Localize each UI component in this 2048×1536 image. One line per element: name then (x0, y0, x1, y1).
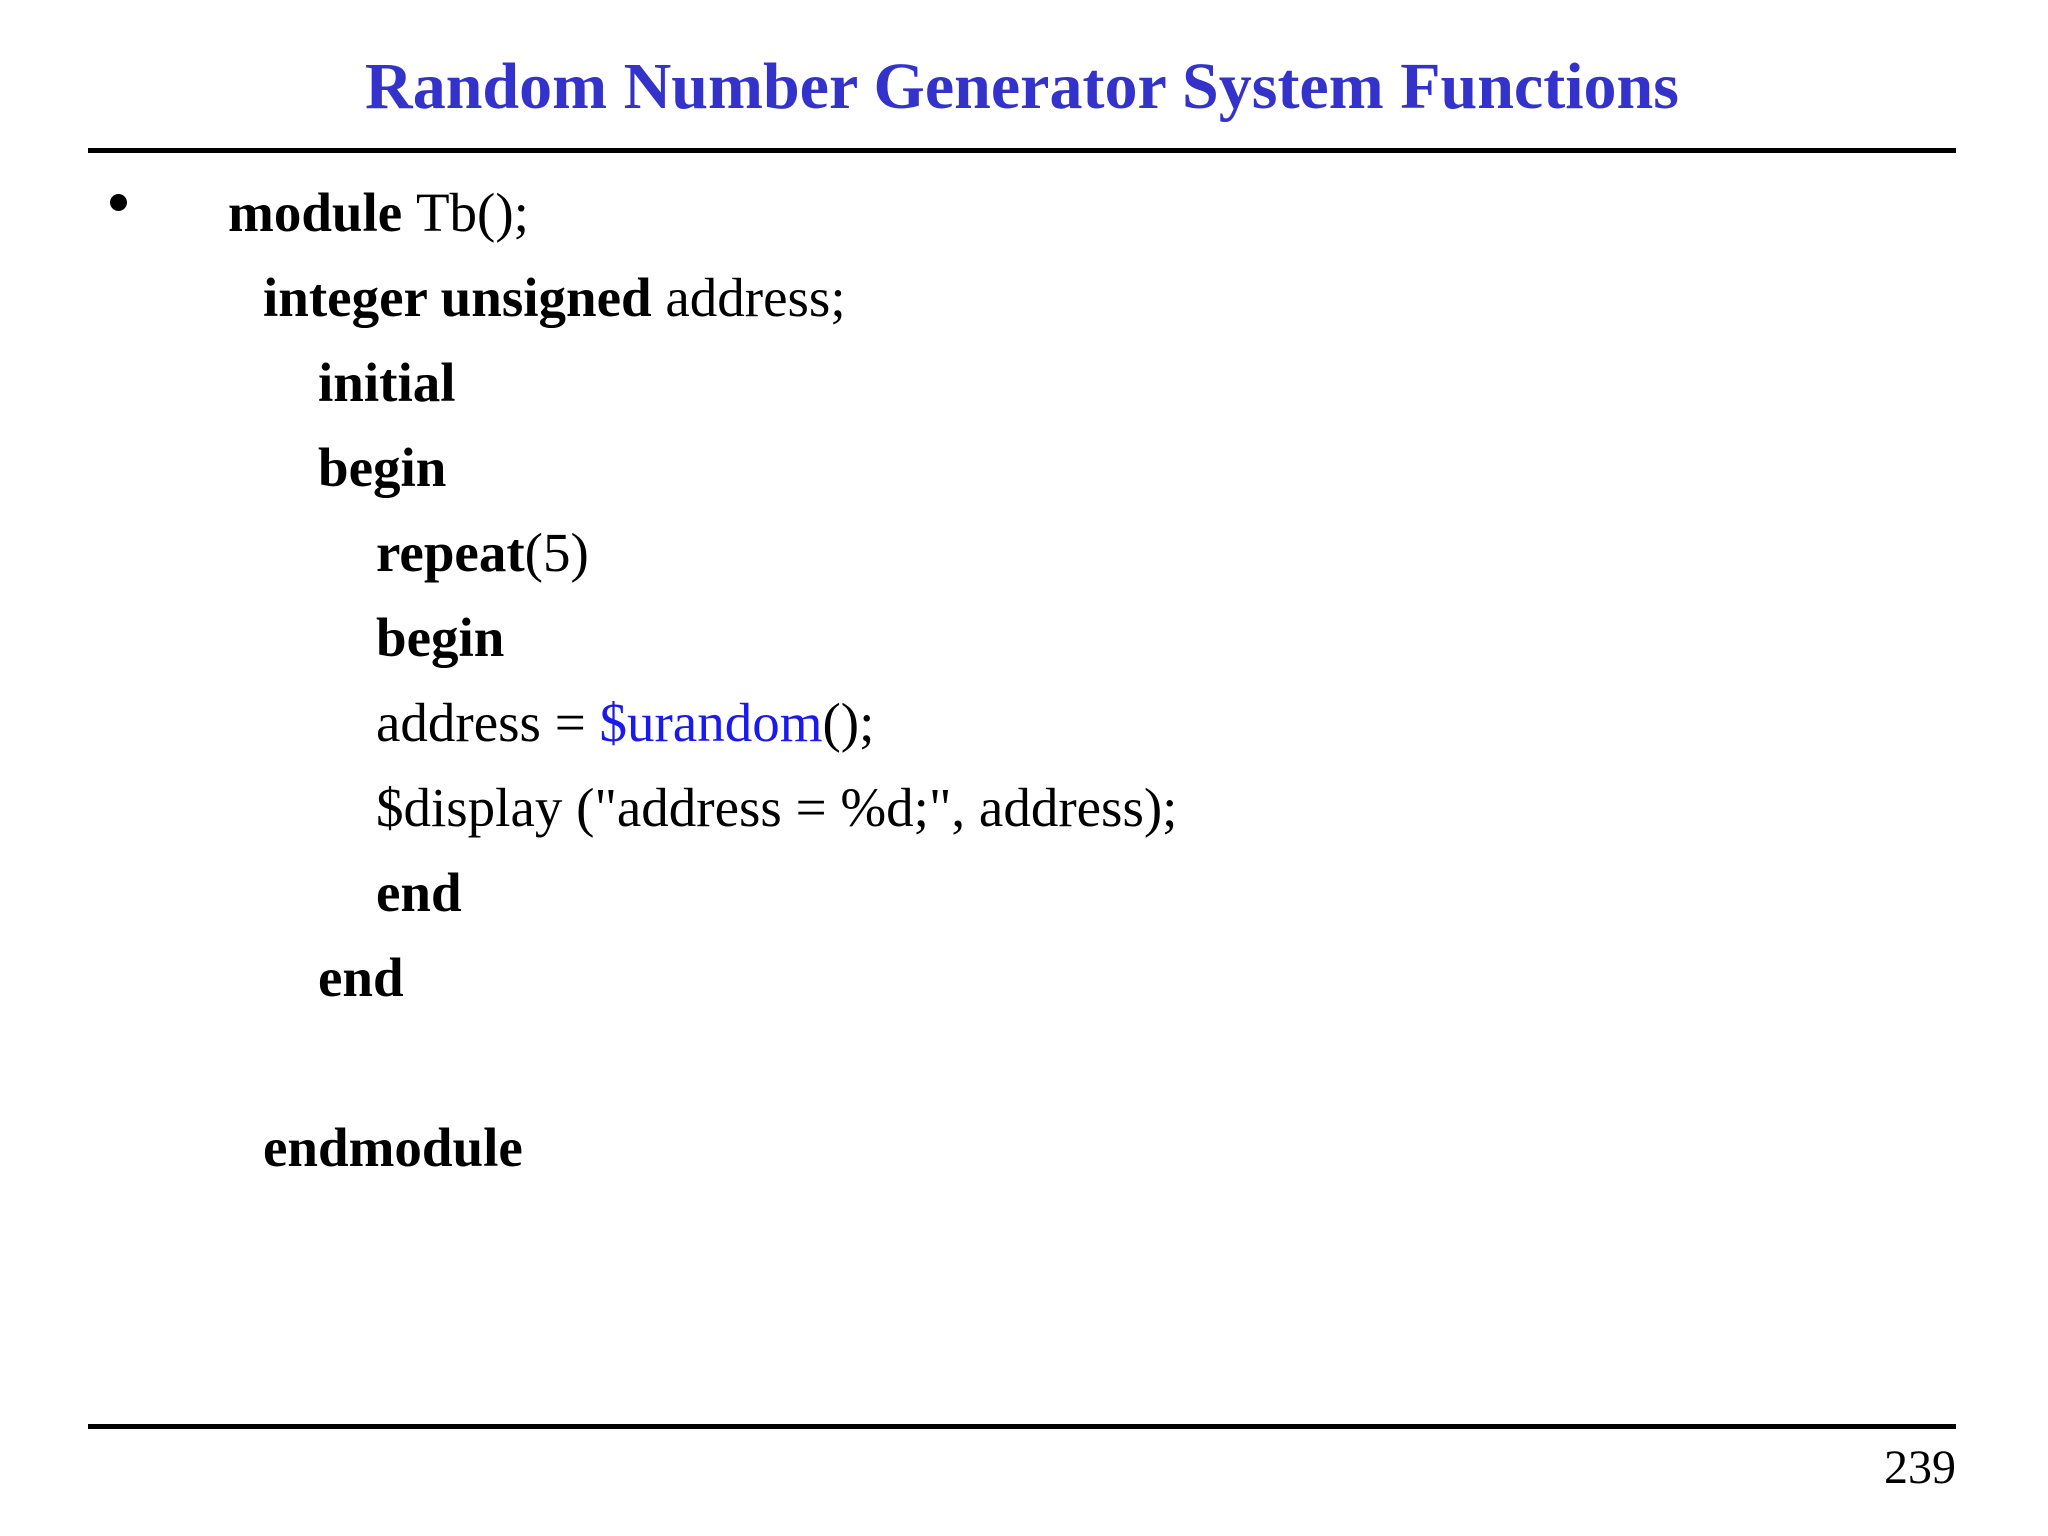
code-line (88, 1020, 1988, 1105)
footer-divider (88, 1424, 1956, 1429)
code-text: address; (665, 267, 846, 328)
code-line: integer unsigned address; (88, 255, 1988, 340)
page-title: Random Number Generator System Functions (365, 50, 1679, 123)
code-text: Tb(); (415, 182, 529, 243)
code-keyword: integer unsigned (263, 267, 666, 328)
code-line: end (88, 850, 1988, 935)
code-line: begin (88, 595, 1988, 680)
code-line: end (88, 935, 1988, 1020)
code-keyword: initial (318, 352, 456, 413)
code-line: address = $urandom(); (88, 680, 1988, 765)
code-text: $display ("address = %d;", address); (376, 777, 1178, 838)
code-line: repeat(5) (88, 510, 1988, 595)
code-text: address = (376, 692, 600, 753)
system-function-token: $urandom (599, 692, 823, 753)
code-text: (5) (524, 522, 589, 583)
code-line: begin (88, 425, 1988, 510)
code-keyword: end (318, 947, 404, 1008)
header-divider (88, 148, 1956, 153)
code-keyword: begin (318, 437, 447, 498)
code-line: initial (88, 340, 1988, 425)
code-keyword: end (376, 862, 462, 923)
code-line: endmodule (88, 1105, 1988, 1190)
code-line: $display ("address = %d;", address); (88, 765, 1988, 850)
code-keyword: endmodule (263, 1117, 523, 1178)
code-keyword: begin (376, 607, 505, 668)
code-keyword: repeat (376, 522, 525, 583)
page-number: 239 (1884, 1441, 1956, 1494)
code-line: module Tb(); (88, 170, 1988, 255)
code-body: module Tb();integer unsigned address;ini… (88, 170, 1988, 1190)
code-text: (); (822, 692, 875, 753)
code-keyword: module (228, 182, 416, 243)
bullet-icon (110, 194, 127, 211)
